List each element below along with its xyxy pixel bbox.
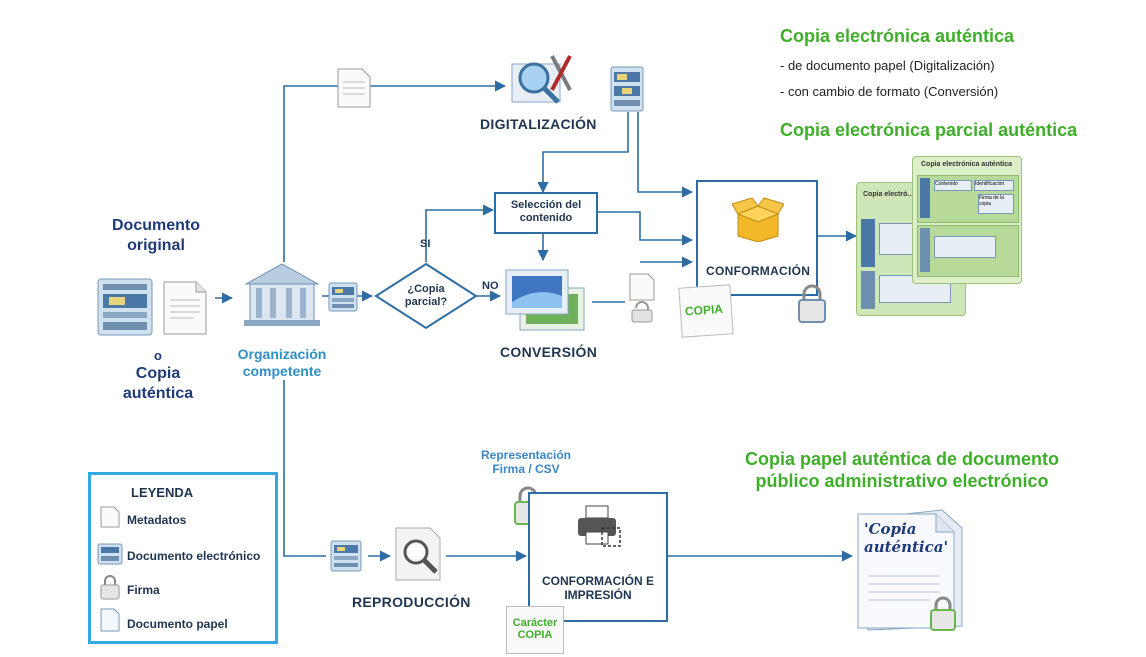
arrow-digitalizacion-to-seleccion bbox=[537, 112, 629, 194]
seleccion-contenido-box: Selección del contenido bbox=[494, 192, 598, 234]
o-label: o bbox=[154, 348, 162, 363]
conf-impresion-line2: IMPRESIÓN bbox=[564, 588, 632, 602]
copia-papel-line2: público administrativo electrónico bbox=[755, 471, 1049, 491]
copia-line: Copia bbox=[135, 365, 181, 382]
conformacion-box: CONFORMACIÓN bbox=[696, 180, 818, 296]
conf-impresion-label: CONFORMACIÓN E IMPRESIÓN bbox=[530, 574, 666, 602]
firma-csv-line: Firma / CSV bbox=[492, 462, 560, 476]
legend-metadatos-icon bbox=[99, 505, 121, 529]
arrow-org-to-reproduccion bbox=[283, 380, 326, 557]
autentica-line: auténtica bbox=[122, 385, 194, 402]
front-firma: Firma de la copia bbox=[978, 194, 1014, 214]
back-metadatos-bar bbox=[861, 271, 875, 309]
organizacion-line: Organización bbox=[237, 346, 327, 362]
seleccion-line: Selección del bbox=[510, 199, 582, 211]
conf-impresion-line1: CONFORMACIÓN E bbox=[542, 574, 654, 588]
front-datos-bar bbox=[920, 178, 930, 218]
contenido-line: contenido bbox=[519, 212, 573, 224]
arrow-si-to-seleccion bbox=[425, 204, 495, 262]
si-label: SI bbox=[420, 238, 431, 250]
copia-autentica-stamp-text: 'Copia auténtica' bbox=[864, 520, 954, 556]
back-datos-bar bbox=[861, 219, 875, 267]
printer-icon bbox=[576, 504, 622, 548]
legend-papel-icon bbox=[99, 607, 121, 633]
legend-metadatos: Metadatos bbox=[127, 513, 187, 527]
paper-document-icon bbox=[160, 278, 210, 338]
copia-autentica-label: Copia auténtica bbox=[106, 364, 210, 404]
decision-diamond bbox=[374, 262, 478, 330]
front-contenido: Contenido bbox=[934, 180, 972, 191]
original-line: original bbox=[127, 237, 185, 254]
legend-box: LEYENDA Metadatos Documento electrónico … bbox=[88, 472, 278, 644]
note-digitalizacion: - de documento papel (Digitalización) bbox=[780, 58, 995, 73]
note-conversion: - con cambio de formato (Conversión) bbox=[780, 84, 999, 99]
paper-lock-icon bbox=[928, 594, 958, 632]
front-meta-content bbox=[934, 236, 996, 258]
metadata-lock-icon bbox=[628, 272, 656, 324]
conformacion-label: CONFORMACIÓN bbox=[706, 264, 811, 278]
electronic-document-small-icon bbox=[328, 282, 358, 312]
representacion-label: Representación Firma / CSV bbox=[466, 448, 586, 476]
copia-papel-line1: Copia papel auténtica de documento bbox=[744, 449, 1060, 469]
organizacion-competente-label: Organización competente bbox=[222, 346, 342, 380]
copia-result-front: Copia electrónica auténtica Contenido Id… bbox=[912, 156, 1022, 284]
copia-stamp: COPIA bbox=[678, 284, 734, 338]
front-datos-zone: Contenido Identificación Firma de la cop… bbox=[917, 175, 1019, 223]
caracter-copia-line: COPIA bbox=[517, 629, 553, 641]
front-metadatos-bar bbox=[920, 228, 930, 272]
representacion-line: Representación bbox=[480, 448, 572, 462]
electronic-document-repro-icon bbox=[330, 540, 362, 572]
lock-icon bbox=[796, 282, 828, 324]
digitalizacion-label: DIGITALIZACIÓN bbox=[480, 116, 597, 132]
documento-line: Documento bbox=[112, 217, 200, 234]
electronic-document-icon bbox=[97, 278, 153, 336]
front-identificacion: Identificación bbox=[974, 180, 1014, 191]
competente-line: competente bbox=[242, 363, 322, 379]
no-label: NO bbox=[482, 280, 499, 292]
magnifier-doc-icon bbox=[394, 526, 444, 582]
title-copia-parcial: Copia electrónica parcial auténtica bbox=[780, 120, 1078, 140]
electronic-document-dig-icon bbox=[610, 66, 644, 112]
copia-stamp-text: COPIA bbox=[684, 301, 724, 319]
package-box-icon bbox=[731, 196, 785, 243]
scan-tools-icon bbox=[508, 50, 574, 106]
arrow-digitalizacion-to-conformacion bbox=[637, 112, 694, 198]
documento-original-label: Documento original bbox=[96, 216, 216, 256]
conversion-images-icon bbox=[502, 266, 588, 332]
paper-doc-top-icon bbox=[334, 66, 374, 110]
copia-q-line: ¿Copia bbox=[407, 283, 445, 295]
seleccion-label: Selección del contenido bbox=[496, 199, 596, 225]
reproduccion-label: REPRODUCCIÓN bbox=[352, 594, 471, 610]
front-metadatos-zone bbox=[917, 225, 1019, 277]
parcial-q-line: parcial? bbox=[404, 296, 448, 308]
caracter-copia-stamp: Carácter COPIA bbox=[506, 606, 564, 654]
legend-firma-icon bbox=[99, 573, 121, 601]
copia-parcial-question: ¿Copia parcial? bbox=[396, 283, 456, 309]
conformacion-impresion-box: CONFORMACIÓN E IMPRESIÓN bbox=[528, 492, 668, 622]
arrow-org-to-digitalizacion bbox=[283, 80, 507, 262]
copia-auth-line2: auténtica' bbox=[864, 538, 949, 556]
copia-auth-line1: 'Copia bbox=[864, 520, 917, 538]
front-title: Copia electrónica auténtica bbox=[921, 161, 1013, 168]
conversion-label: CONVERSIÓN bbox=[500, 344, 598, 360]
title-copia-electronica: Copia electrónica auténtica bbox=[780, 26, 1015, 46]
legend-firma: Firma bbox=[127, 583, 160, 597]
legend-title: LEYENDA bbox=[131, 485, 194, 500]
copia-papel-title: Copia papel auténtica de documento públi… bbox=[712, 448, 1092, 492]
building-icon bbox=[238, 258, 322, 330]
legend-electronic-icon bbox=[97, 543, 123, 565]
caracter-line: Carácter bbox=[512, 617, 558, 629]
back-title: Copia electró... bbox=[863, 191, 914, 198]
arrow-seleccion-to-conformacion bbox=[595, 211, 694, 246]
legend-documento-electronico: Documento electrónico bbox=[127, 549, 261, 563]
legend-documento-papel: Documento papel bbox=[127, 617, 228, 631]
paper-copy-stack-icon: 'Copia auténtica' bbox=[850, 506, 970, 634]
